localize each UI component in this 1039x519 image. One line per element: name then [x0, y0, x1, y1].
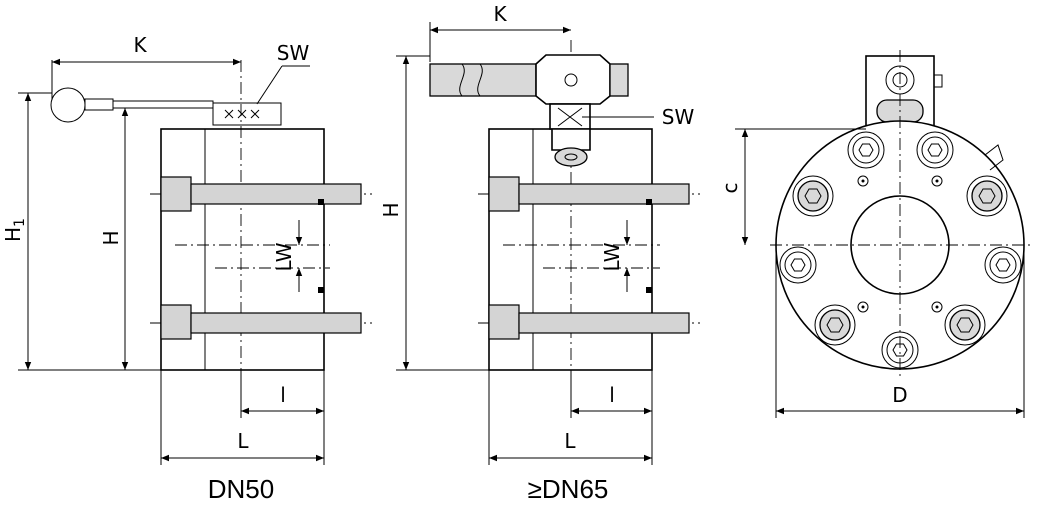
dn65-caption: ≥DN65	[528, 474, 609, 504]
dn50-lever-neck	[84, 98, 114, 111]
front-flange-lug	[984, 144, 1004, 171]
dn50-h-label: H	[99, 230, 123, 245]
dn50-bolt-lower	[150, 287, 372, 340]
dn65-l-label: L	[564, 429, 576, 453]
dn65-handle-left-bar	[429, 63, 537, 97]
dn50-bolt-upper	[150, 176, 372, 212]
dn65-l-small-label: l	[609, 383, 615, 407]
front-small-holes	[857, 175, 943, 313]
dn65-indicator-center	[564, 153, 578, 161]
dn65-collar	[551, 128, 591, 151]
dn50-lever-hub	[212, 102, 282, 126]
dn50-lever	[50, 87, 282, 126]
dn65-handle-hub	[535, 54, 611, 105]
front-d-label: D	[892, 383, 907, 407]
dn50-lw-label: LW	[272, 242, 296, 271]
dn65-hub-screw	[564, 73, 578, 87]
dn65-indicator	[554, 147, 588, 167]
dn50-h1-label: H1	[1, 218, 28, 242]
dn50-lever-bar	[112, 100, 214, 109]
dn65-lw-label: LW	[600, 242, 624, 271]
dn65-bolt-upper	[478, 176, 700, 212]
dn50-l-small-label: l	[280, 383, 286, 407]
dn50-view: K SW H1 H LW l L DN50	[1, 33, 372, 504]
dn65-sw-label: SW	[662, 105, 695, 129]
dn50-sw-leader	[256, 65, 283, 105]
dn65-k-label: K	[493, 2, 507, 26]
dn50-caption: DN50	[208, 474, 274, 504]
dn65-sw-cross	[557, 107, 583, 127]
front-handle-pin	[933, 74, 943, 88]
dn50-knurl	[224, 109, 260, 119]
dn65-t-handle	[429, 54, 629, 167]
dn65-handle-right-bar	[609, 63, 629, 97]
front-view: c D	[718, 50, 1030, 418]
dn65-bolt-lower	[478, 287, 700, 340]
dn50-k-label: K	[133, 33, 147, 57]
dn50-lever-knob	[50, 87, 86, 123]
front-bolt-group	[779, 131, 1022, 369]
dn65-handle-break	[459, 63, 483, 97]
front-c-label: c	[718, 183, 742, 194]
dn65-h-label: H	[379, 202, 403, 217]
dn50-sw-label: SW	[277, 41, 310, 65]
dn50-l-label: L	[237, 429, 249, 453]
dn65-view: K SW H LW l L ≥DN65	[379, 2, 700, 504]
